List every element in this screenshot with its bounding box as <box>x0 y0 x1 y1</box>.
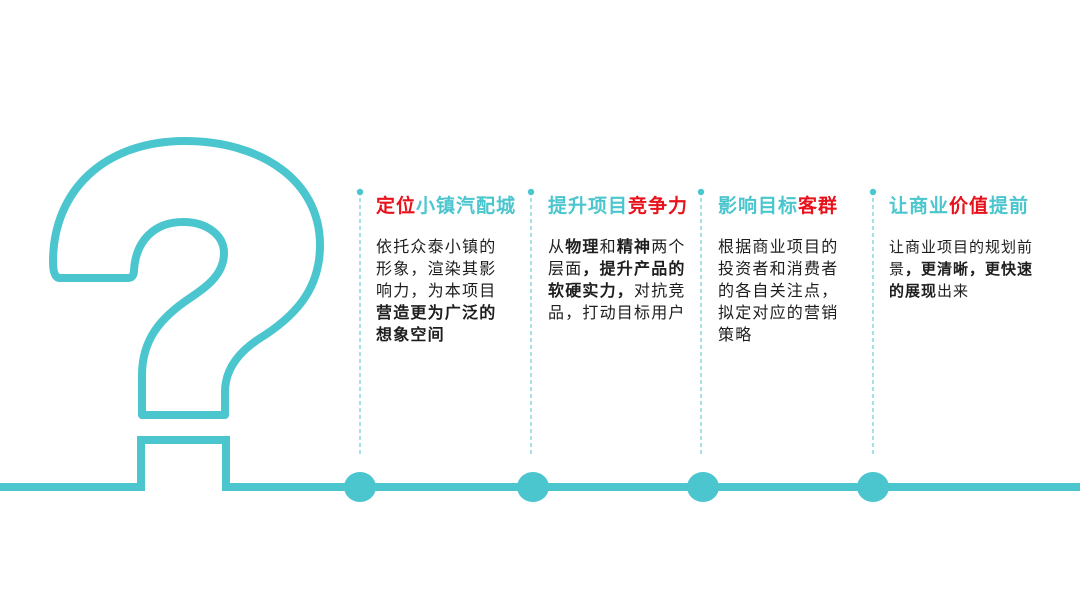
body-line: 营造更为广泛的 <box>376 302 516 324</box>
title-text: 小镇汽配城 <box>416 195 517 217</box>
body-text: 响力，为本项目 <box>376 281 497 300</box>
title-text: 让商业 <box>889 195 950 217</box>
title-text: 提前 <box>989 195 1030 217</box>
body-line: 策略 <box>718 324 838 346</box>
body-line: 想象空间 <box>376 324 516 346</box>
body-text: 根据商业项目的 <box>718 237 839 256</box>
body-text: 形象，渲染其影 <box>376 259 497 278</box>
column-title: 提升项目竞争力 <box>548 195 688 217</box>
body-text: 投资者和消费者 <box>718 259 839 278</box>
question-mark-icon <box>49 137 324 419</box>
timeline-node-4 <box>857 472 889 502</box>
title-text: 提升项目 <box>548 195 629 217</box>
body-text: 策略 <box>718 325 753 344</box>
body-text: 拟定对应的营销 <box>718 303 839 322</box>
body-text: 两个 <box>651 237 686 256</box>
body-line: 品，打动目标用户 <box>548 302 688 324</box>
body-text: 的各自关注点， <box>718 281 839 300</box>
column-body: 让商业项目的规划前 景，更清晰，更快速 的展现出来 <box>889 236 1033 302</box>
body-text: 景 <box>889 260 906 278</box>
column-title: 让商业价值提前 <box>889 195 1033 217</box>
column-positioning: 定位小镇汽配城 依托众泰小镇的 形象，渲染其影 响力，为本项目 营造更为广泛的 … <box>376 195 516 346</box>
body-text-bold: ，提升产品的 <box>582 259 686 278</box>
body-line: 的展现出来 <box>889 280 1033 302</box>
body-text: 和 <box>599 237 617 256</box>
body-text: 依托众泰小镇的 <box>376 237 497 256</box>
title-highlight: 定位 <box>376 195 417 217</box>
body-text-bold: 营造更为广泛的 <box>376 303 497 322</box>
body-text-bold: 精神 <box>616 237 652 256</box>
body-line: 层面，提升产品的 <box>548 258 688 280</box>
body-text-bold: 的展现 <box>889 282 938 300</box>
title-highlight: 竞争力 <box>628 195 689 217</box>
timeline-node-3 <box>687 472 719 502</box>
body-text-bold: ，更清晰，更快速 <box>905 260 1034 278</box>
body-text-bold: 想象空间 <box>376 325 445 344</box>
body-text: 层面 <box>548 259 583 278</box>
body-text: 让商业项目的规划前 <box>889 238 1034 256</box>
body-line: 投资者和消费者 <box>718 258 838 280</box>
column-business-value: 让商业价值提前 让商业项目的规划前 景，更清晰，更快速 的展现出来 <box>889 195 1033 302</box>
column-body: 依托众泰小镇的 形象，渲染其影 响力，为本项目 营造更为广泛的 想象空间 <box>376 236 516 346</box>
column-target-customers: 影响目标客群 根据商业项目的 投资者和消费者 的各自关注点， 拟定对应的营销 策… <box>718 195 838 346</box>
title-highlight: 价值 <box>949 195 990 217</box>
body-text: 品，打动目标用户 <box>548 303 686 322</box>
body-line: 形象，渲染其影 <box>376 258 516 280</box>
column-title: 定位小镇汽配城 <box>376 195 516 217</box>
connector-4 <box>869 188 877 456</box>
body-text-bold: 软硬实力， <box>548 281 635 300</box>
body-line: 根据商业项目的 <box>718 236 838 258</box>
title-highlight: 客群 <box>798 195 839 217</box>
column-body: 根据商业项目的 投资者和消费者 的各自关注点， 拟定对应的营销 策略 <box>718 236 838 346</box>
title-text: 影响目标 <box>718 195 799 217</box>
body-line: 软硬实力，对抗竞 <box>548 280 688 302</box>
body-text: 从 <box>548 237 566 256</box>
timeline-node-1 <box>344 472 376 502</box>
body-line: 拟定对应的营销 <box>718 302 838 324</box>
body-text: 出来 <box>937 282 970 300</box>
timeline-node-2 <box>517 472 549 502</box>
connector-3 <box>697 188 705 456</box>
connector-1 <box>356 188 364 456</box>
body-line: 让商业项目的规划前 <box>889 236 1033 258</box>
column-body: 从物理和精神两个 层面，提升产品的 软硬实力，对抗竞 品，打动目标用户 <box>548 236 688 324</box>
body-text-bold: 物理 <box>565 237 600 256</box>
column-title: 影响目标客群 <box>718 195 838 217</box>
body-line: 景，更清晰，更快速 <box>889 258 1033 280</box>
body-line: 的各自关注点， <box>718 280 838 302</box>
body-line: 响力，为本项目 <box>376 280 516 302</box>
column-competitiveness: 提升项目竞争力 从物理和精神两个 层面，提升产品的 软硬实力，对抗竞 品，打动目… <box>548 195 688 324</box>
body-line: 依托众泰小镇的 <box>376 236 516 258</box>
body-text: 对抗竞 <box>634 281 686 300</box>
connector-2 <box>527 188 535 456</box>
body-line: 从物理和精神两个 <box>548 236 688 258</box>
